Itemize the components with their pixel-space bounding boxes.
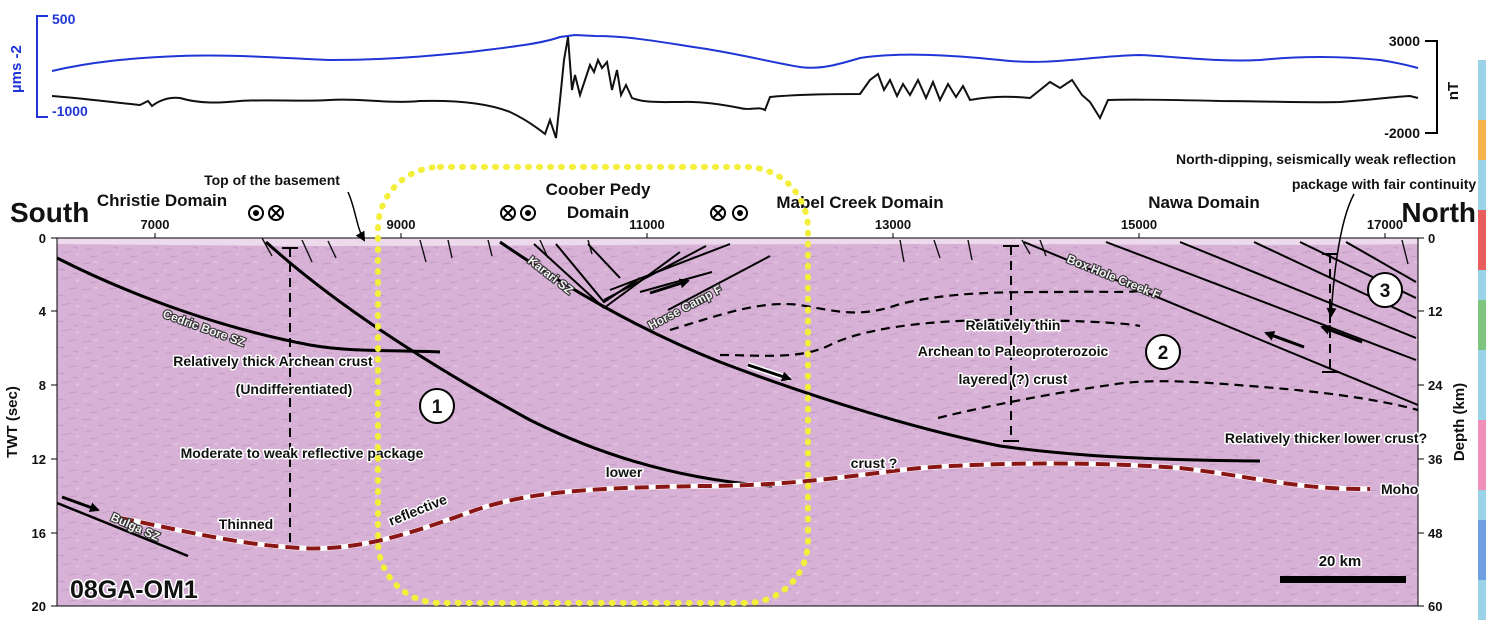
moho-label: Moho <box>1381 481 1418 497</box>
dot-in-circle-icon <box>248 205 264 221</box>
dot-in-circle-icon <box>732 205 748 221</box>
depth-tick-labels: 0 12 24 36 48 60 <box>1428 231 1443 614</box>
north-dipping-label-2: package with fair continuity <box>1292 176 1477 192</box>
marker-2: 2 <box>1145 334 1181 370</box>
magnetic-top-label: 3000 <box>1389 33 1420 49</box>
nawa-domain-label: Nawa Domain <box>1148 193 1259 212</box>
depth-tick-label: 24 <box>1428 378 1443 393</box>
thicker-lower-crust-label: Relatively thicker lower crust? <box>1225 430 1427 446</box>
magnetic-axis <box>1425 40 1438 134</box>
magnetic-bottom-label: -2000 <box>1384 125 1420 141</box>
svg-text:1: 1 <box>432 397 443 418</box>
christie-domain-label: Christie Domain <box>97 191 227 210</box>
horse-camp-motion-arrow <box>649 278 690 295</box>
depth-tick-label: 12 <box>1428 304 1442 319</box>
scale-label: 20 km <box>1319 553 1362 570</box>
gravity-axis <box>36 15 48 118</box>
lower-label: lower <box>606 464 643 480</box>
thinned-label: Thinned <box>219 516 273 532</box>
cedric-bore-shear-zone <box>56 256 441 354</box>
karari-motion-arrow <box>747 363 792 382</box>
svg-text:2: 2 <box>1158 343 1169 364</box>
highlight-box <box>375 164 811 606</box>
cdp-tick-label: 15000 <box>1121 217 1157 232</box>
magnetic-unit: nT <box>1445 82 1462 100</box>
twt-tick-label: 16 <box>32 526 46 541</box>
thin-crust-label-2: Archean to Paleoproterozoic <box>918 343 1109 359</box>
north-label: North <box>1401 197 1476 228</box>
seismic-line-id: 08GA-OM1 <box>70 576 198 604</box>
thick-archean-label: Relatively thick Archean crust <box>173 353 373 369</box>
gravity-unit: µms -2 <box>8 45 25 93</box>
mabel-creek-domain-label: Mabel Creek Domain <box>776 193 943 212</box>
fault-motion-arrow <box>1320 325 1363 344</box>
depth-axis-title: Depth (km) <box>1451 383 1468 461</box>
twt-tick-label: 0 <box>39 231 46 246</box>
twt-tick-label: 20 <box>32 599 46 614</box>
moho-line <box>119 461 1371 551</box>
kinematic-arrows <box>61 278 1363 512</box>
twt-tick-labels: 0 4 8 12 16 20 <box>32 231 47 614</box>
shear-zone-west <box>264 240 773 488</box>
south-label: South <box>10 197 89 228</box>
cdp-tick-label: 9000 <box>387 217 416 232</box>
gravity-top-label: 500 <box>52 11 76 27</box>
cdp-tick-label: 11000 <box>629 217 664 232</box>
edge-color-strip <box>1478 60 1486 620</box>
thin-crust-label-1: Relatively thin <box>966 317 1061 333</box>
box-hole-motion-arrow <box>1264 331 1305 349</box>
coober-pedy-label-line1: Coober Pedy <box>546 180 651 199</box>
twt-tick-label: 8 <box>39 378 46 393</box>
shallow-faults <box>261 237 1409 265</box>
dashed-reflectors <box>669 289 1419 420</box>
depth-tick-label: 60 <box>1428 599 1442 614</box>
major-shear-zones <box>56 240 1261 558</box>
marker-1: 1 <box>419 388 455 424</box>
domain-labels: Christie Domain Coober Pedy Domain Mabel… <box>97 180 1260 222</box>
twt-axis-title: TWT (sec) <box>4 386 21 458</box>
cross-in-circle-icon <box>710 205 726 221</box>
marker-3: 3 <box>1367 272 1403 308</box>
magnetic-profile-line <box>51 36 1419 139</box>
dot-in-circle-icon <box>520 205 536 221</box>
depth-tick-label: 36 <box>1428 452 1442 467</box>
top-of-basement-arrow <box>347 191 365 242</box>
bulga-shear-zone <box>56 501 189 558</box>
gravity-profile-line <box>51 33 1419 72</box>
cross-in-circle-icon <box>500 205 516 221</box>
cross-in-circle-icon <box>268 205 284 221</box>
moderate-weak-label: Moderate to weak reflective package <box>181 445 424 461</box>
section-ticks <box>51 233 1424 607</box>
potential-field-panel: 500 -1000 µms -2 3000 -2000 nT <box>8 11 1462 141</box>
coober-pedy-label-line2: Domain <box>567 203 629 222</box>
twt-tick-label: 4 <box>39 304 47 319</box>
top-of-basement-label: Top of the basement <box>204 172 340 188</box>
seismic-section <box>56 237 1419 607</box>
karari-shear-zone <box>499 240 1261 463</box>
gravity-bottom-label: -1000 <box>52 103 88 119</box>
bulga-motion-arrow <box>61 495 100 512</box>
cdp-tick-label: 17000 <box>1367 217 1403 232</box>
undifferentiated-label: (Undifferentiated) <box>236 381 353 397</box>
cdp-tick-label: 13000 <box>875 217 911 232</box>
numbered-markers: 1 2 3 <box>419 272 1403 424</box>
twt-tick-label: 12 <box>32 452 46 467</box>
crust-q-label: crust ? <box>851 455 898 471</box>
thin-crust-label-3: layered (?) crust <box>959 371 1068 387</box>
svg-text:3: 3 <box>1380 281 1391 302</box>
strike-slip-symbols <box>248 205 748 221</box>
cdp-tick-label: 7000 <box>141 217 170 232</box>
interpretation-labels: Relatively thick Archean crust (Undiffer… <box>172 316 1429 534</box>
depth-tick-label: 48 <box>1428 526 1442 541</box>
cdp-tick-labels: 7000 9000 11000 13000 15000 17000 <box>141 217 1404 232</box>
horse-camp-fault-fan <box>533 243 771 311</box>
depth-tick-label: 0 <box>1428 231 1435 246</box>
section-background <box>57 238 1418 606</box>
north-dipping-arrow <box>1326 193 1355 318</box>
north-dipping-label-1: North-dipping, seismically weak reflecti… <box>1176 151 1456 167</box>
scale-bar: 20 km <box>1280 552 1406 583</box>
